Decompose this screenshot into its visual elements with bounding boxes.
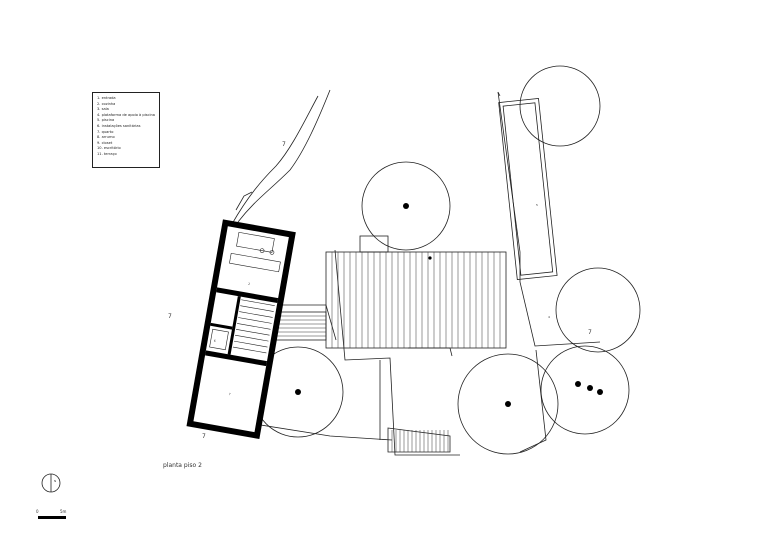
north-label: N [54, 479, 56, 483]
legend-item: 5. piscina [97, 118, 115, 123]
north-arrow-icon [41, 473, 61, 493]
deck-slats [331, 252, 501, 348]
access-path-line [237, 89, 331, 223]
pool-inner [502, 102, 554, 276]
plan-caption: planta piso 2 [163, 462, 202, 469]
site-boundary-2 [497, 91, 501, 97]
legend-item: 4. plataforma de apoio à piscina [97, 112, 155, 117]
legend-item: 10. escritório [97, 146, 121, 151]
site-boundary [497, 91, 601, 347]
tree-canopy [555, 267, 641, 353]
tree-canopy [361, 161, 451, 251]
access-path-line-2 [231, 95, 319, 225]
tree-trunk [587, 385, 593, 391]
legend-item: 1. entrada [97, 96, 116, 100]
legend-item: 7. quarto [97, 129, 114, 134]
side-step-lines [274, 315, 326, 337]
legend-item: 2. cozinha [97, 101, 116, 106]
tree-trunk [403, 203, 409, 209]
access-path-line-3 [235, 191, 253, 211]
level-mark-left: 7 [168, 313, 172, 320]
legend-item: 11. terraço [97, 151, 117, 156]
tree-trunk [575, 381, 581, 387]
tree-canopy [519, 65, 601, 147]
tree-trunk [428, 256, 432, 260]
room-number-terrace: 4 [548, 315, 550, 319]
tree-trunk [295, 389, 301, 395]
tree-trunk [505, 401, 511, 407]
scale-start-label: 0 [36, 509, 39, 514]
room-number-kitchen: 2 [248, 282, 251, 286]
site-boundary-8 [408, 347, 453, 357]
legend-item: 3. sala [97, 107, 109, 112]
tree-trunk [597, 389, 603, 395]
house-walls: 2 6 7 [186, 219, 296, 440]
lower-steps [387, 427, 451, 453]
room-number-bath: 6 [213, 339, 216, 343]
pool-outline [498, 97, 558, 281]
site-boundary-3 [334, 249, 460, 456]
lower-step-lines [391, 430, 449, 452]
site-boundary-5 [519, 349, 547, 453]
level-mark-right: 7 [588, 329, 592, 336]
room-number-bedroom: 7 [228, 392, 231, 396]
level-mark-bottom: 7 [202, 433, 206, 440]
scale-bar [38, 516, 66, 519]
legend-item: 6. instalações sanitárias [97, 123, 141, 128]
tree-canopy [540, 345, 630, 435]
legend-item: 8. arrumo [97, 135, 115, 140]
scale-end-label: 5m [60, 509, 67, 514]
site-boundary-4 [247, 422, 393, 441]
room-number-pool: 5 [536, 203, 538, 207]
tree-canopy [457, 353, 559, 455]
level-mark-top: 7 [282, 141, 286, 148]
legend-item: 9. closet [97, 140, 113, 145]
